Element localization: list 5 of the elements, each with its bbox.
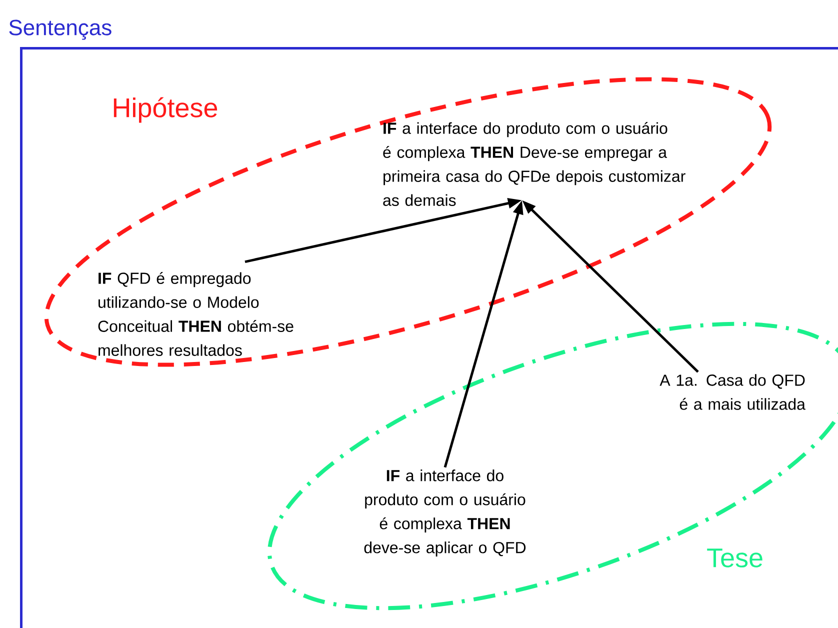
statement-text: IF a interface do produto com o usuário é complexa THEN Deve-se empregar a primeira casa do QFDe depois customizar as demais — [383, 122, 686, 206]
statement-text: A 1a. Casa do QFD é a mais utilizada — [660, 374, 806, 410]
statement-text: IF QFD é empregado utilizando-se o Modelo Conceitual THEN obtém-se melhores resultados — [98, 272, 294, 356]
node-label: Sentenças — [9, 20, 112, 40]
statement-text: IF a interface do produto com o usuário é complexa THEN deve-se aplicar o QFD — [364, 470, 526, 556]
